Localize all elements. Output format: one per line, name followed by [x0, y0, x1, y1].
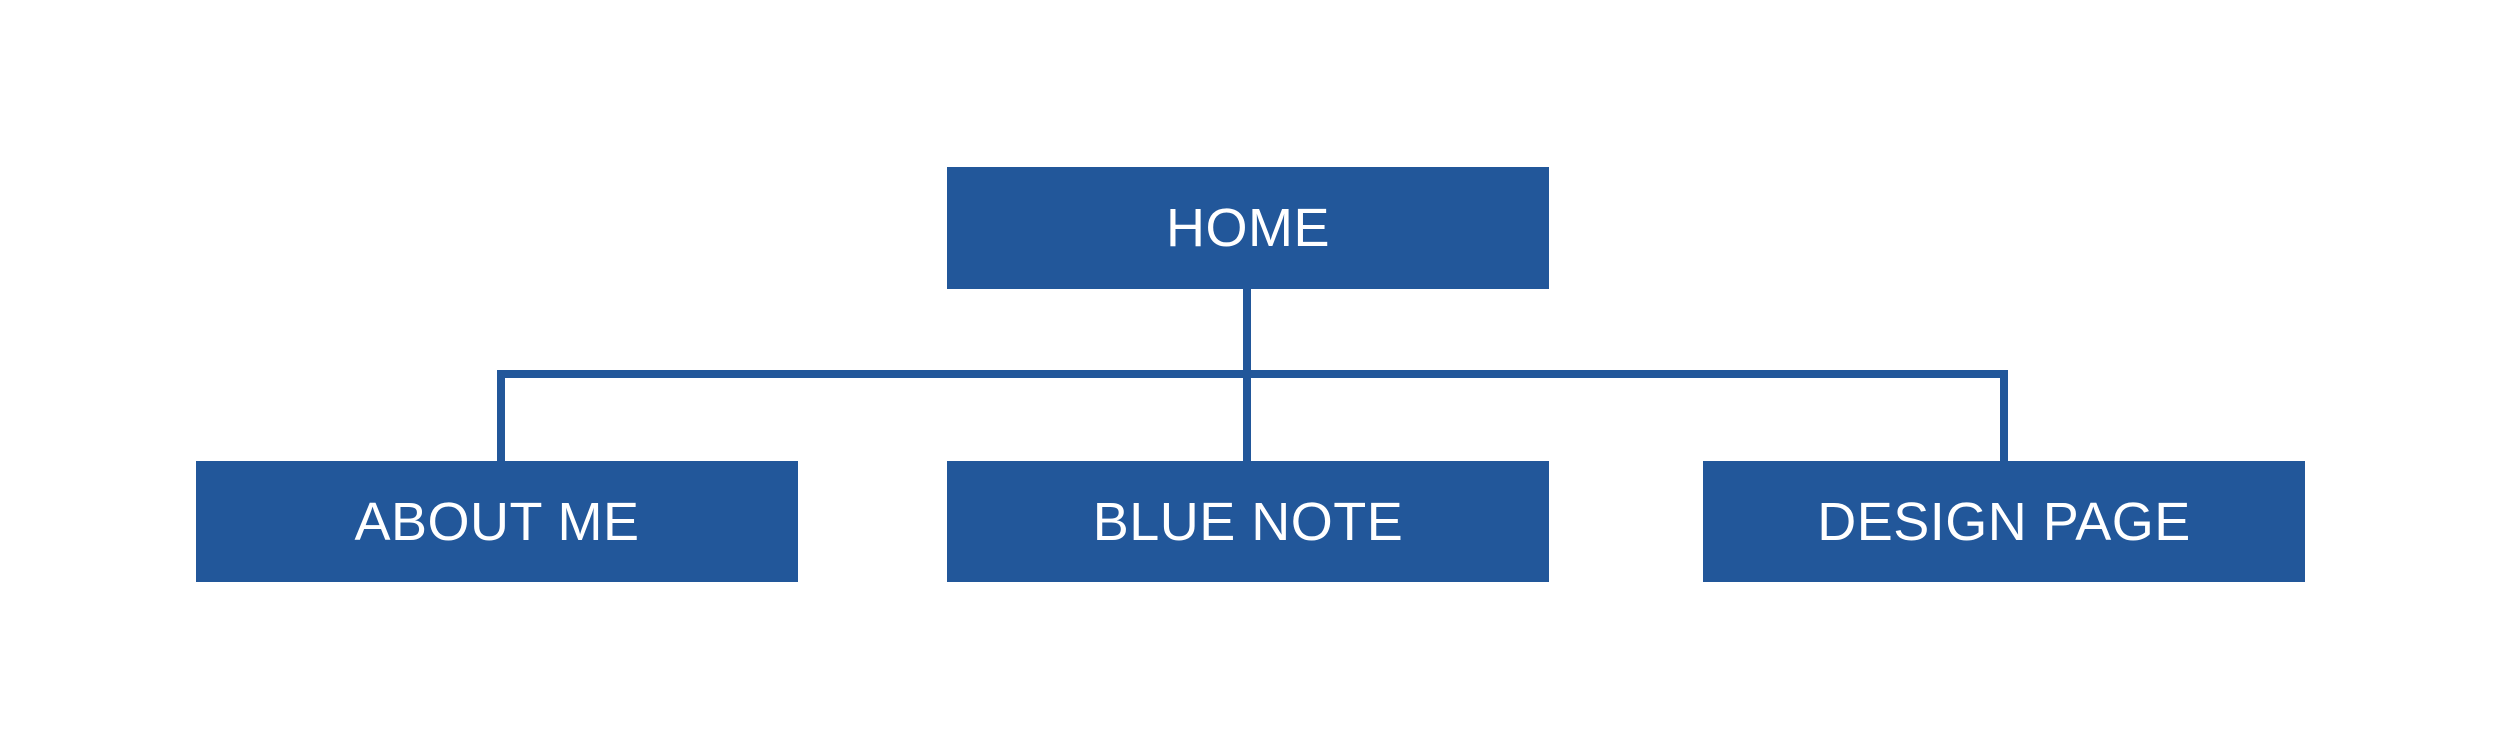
node-design-page-label: DESIGN PAGE [1817, 491, 2191, 552]
node-about-me-label: ABOUT ME [354, 491, 640, 552]
node-design-page: DESIGN PAGE [1703, 461, 2305, 582]
node-blue-note: BLUE NOTE [947, 461, 1549, 582]
node-home: HOME [947, 167, 1549, 289]
node-home-label: HOME [1166, 198, 1330, 258]
node-about-me: ABOUT ME [196, 461, 798, 582]
node-blue-note-label: BLUE NOTE [1092, 491, 1404, 552]
